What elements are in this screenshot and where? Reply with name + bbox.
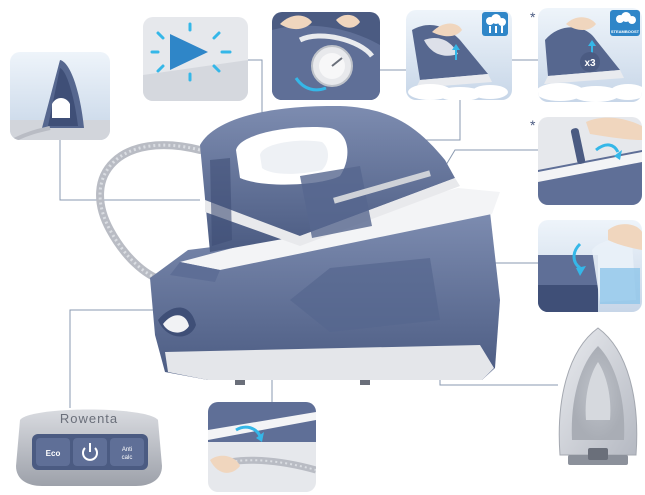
inset-steam-dial: [272, 12, 380, 100]
power-button[interactable]: [73, 438, 107, 466]
inset-steam-trigger: [406, 10, 512, 100]
inset-water-fill: [538, 220, 642, 312]
soleplate: [558, 327, 638, 465]
asterisk-1: *: [530, 9, 536, 25]
steamboost-icon: STEAMBOOST: [610, 10, 640, 36]
anticalc-button[interactable]: Anti calc: [110, 438, 144, 466]
steam-generator: [96, 105, 500, 385]
inset-light-indicator: [143, 17, 248, 101]
inset-iron-rest: [10, 52, 110, 140]
steamboost-label: STEAMBOOST: [611, 29, 640, 34]
eco-button[interactable]: Eco: [36, 438, 70, 466]
inset-hose-storage: [208, 402, 316, 492]
asterisk-2: *: [530, 117, 536, 133]
anticalc-label-2: calc: [122, 455, 133, 461]
eco-button-label: Eco: [46, 449, 61, 458]
power-icon: [82, 443, 98, 461]
steam-multiplier: x3: [584, 58, 596, 69]
lightning-blue-icon: [150, 22, 232, 82]
inset-tank-release: *: [530, 117, 642, 205]
inset-steamboost: * x3 STEAMBOOST: [530, 8, 642, 102]
brand-logo: Rowenta: [60, 411, 118, 426]
control-panel: Rowenta Eco Anti calc: [16, 409, 162, 486]
anticalc-label-1: Anti: [122, 447, 132, 453]
